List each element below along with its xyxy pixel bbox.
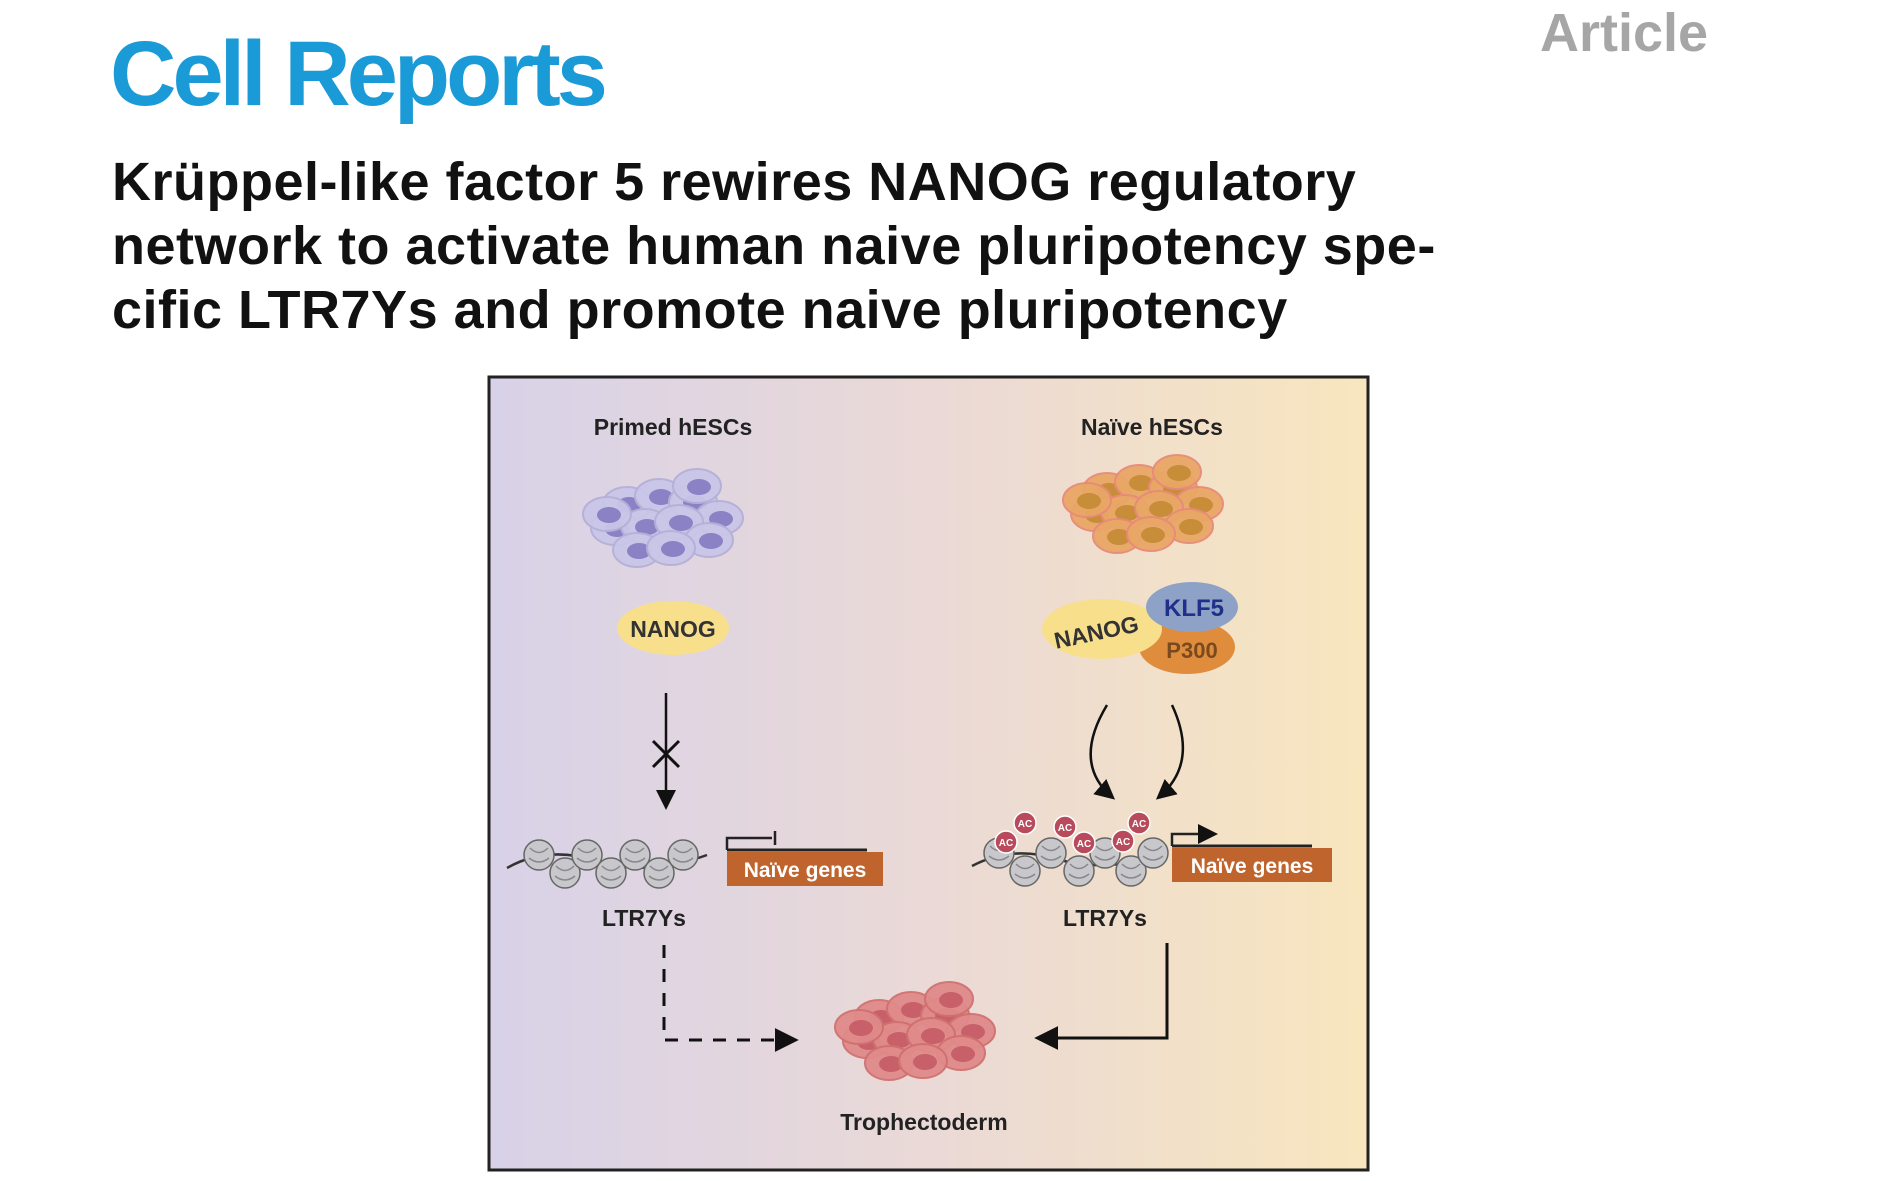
nucleosome	[1115, 855, 1147, 887]
naive-genes-right-box	[1172, 848, 1332, 882]
cell-nucleus	[921, 1028, 945, 1044]
cell-nucleus	[627, 543, 651, 559]
nucleosome	[619, 839, 651, 871]
acetyl-mark-label: AC	[999, 838, 1013, 849]
acetyl-mark-label: AC	[1077, 839, 1091, 850]
acetyl-mark-label: AC	[1058, 823, 1072, 834]
cell-nucleus	[649, 489, 673, 505]
acetyl-mark	[1013, 811, 1037, 835]
blocked-promoter-icon	[725, 836, 772, 850]
nucleosome	[643, 857, 675, 889]
ltr7ys-right-label: LTR7Ys	[1063, 905, 1147, 931]
naive-genes-left-label: Naïve genes	[744, 859, 867, 882]
curved-arrow-left	[1089, 704, 1116, 800]
acetyl-mark	[1111, 829, 1135, 853]
trophectoderm-cell-cluster	[834, 981, 996, 1081]
cell-nucleus	[879, 1056, 903, 1072]
cell-nucleus	[1129, 475, 1153, 491]
nucleosome	[1063, 855, 1095, 887]
nucleosomes-left	[523, 839, 699, 889]
nanog-right-oval	[1042, 599, 1162, 659]
primed-hescs-label: Primed hESCs	[594, 414, 753, 440]
acetyl-mark	[1053, 815, 1077, 839]
trophectoderm-label: Trophectoderm	[840, 1109, 1007, 1135]
article-type-label: Article	[1540, 3, 1709, 63]
journal-name: Cell Reports	[110, 23, 608, 125]
cell-nucleus	[901, 1002, 925, 1018]
cell-nucleus	[669, 515, 693, 531]
nanog-left-label: NANOG	[630, 616, 716, 642]
acetyl-mark-label: AC	[1132, 819, 1146, 830]
p300-label: P300	[1166, 638, 1217, 663]
block-cross-icon	[651, 739, 681, 769]
cell-nucleus	[849, 1020, 873, 1036]
cell-nucleus	[939, 992, 963, 1008]
cell-nucleus	[1149, 501, 1173, 517]
acetyl-mark-label: AC	[1018, 819, 1032, 830]
acetyl-mark	[1072, 831, 1096, 855]
dashed-arrow	[662, 945, 799, 1052]
nucleosome	[523, 839, 555, 871]
graphical-abstract: Primed hESCs Naïve hESCs NANOG NANOG KLF…	[487, 375, 1370, 1172]
cell-nucleus	[887, 1032, 911, 1048]
nanog-left-oval	[617, 601, 729, 655]
ltr7ys-left-label: LTR7Ys	[602, 905, 686, 931]
cell-nucleus	[597, 507, 621, 523]
active-promoter-arrow-icon	[1170, 824, 1218, 846]
naive-genes-right-label: Naïve genes	[1191, 855, 1314, 878]
cell-nucleus	[1115, 505, 1139, 521]
title-line-2: network to activate human naive pluripot…	[112, 216, 1436, 276]
klf5-label: KLF5	[1164, 595, 1224, 622]
cell-nucleus	[1167, 465, 1191, 481]
acetyl-mark	[994, 830, 1018, 854]
cell-nucleus	[1107, 529, 1131, 545]
acetyl-mark	[1127, 811, 1151, 835]
acetyl-mark-label: AC	[1116, 837, 1130, 848]
naive-hescs-label: Naïve hESCs	[1081, 414, 1223, 440]
nucleosome	[667, 839, 699, 871]
nucleosome	[549, 857, 581, 889]
article-title: Krüppel-like factor 5 rewires NANOG regu…	[112, 150, 1792, 342]
nucleosome	[1137, 837, 1169, 869]
nucleosome	[1009, 855, 1041, 887]
naive-genes-left-box	[727, 852, 883, 886]
nucleosome	[595, 857, 627, 889]
title-line-3: cific LTR7Ys and promote naive pluripote…	[112, 280, 1288, 340]
cell-nucleus	[687, 479, 711, 495]
p300-oval	[1139, 620, 1235, 674]
cell-nucleus	[699, 533, 723, 549]
title-line-1: Krüppel-like factor 5 rewires NANOG regu…	[112, 152, 1357, 212]
primed-cell-cluster	[582, 468, 744, 568]
cell-nucleus	[1179, 519, 1203, 535]
cell-nucleus	[951, 1046, 975, 1062]
naive-cell-cluster	[1062, 454, 1224, 554]
klf5-oval	[1146, 582, 1238, 632]
curved-arrow-right	[1155, 704, 1185, 800]
cell-nucleus	[1077, 493, 1101, 509]
nucleosome	[571, 839, 603, 871]
cell-nucleus	[913, 1054, 937, 1070]
cell-nucleus	[1141, 527, 1165, 543]
nucleosome	[1035, 837, 1067, 869]
solid-arrow	[1034, 943, 1169, 1050]
cell-nucleus	[635, 519, 659, 535]
cell-nucleus	[661, 541, 685, 557]
